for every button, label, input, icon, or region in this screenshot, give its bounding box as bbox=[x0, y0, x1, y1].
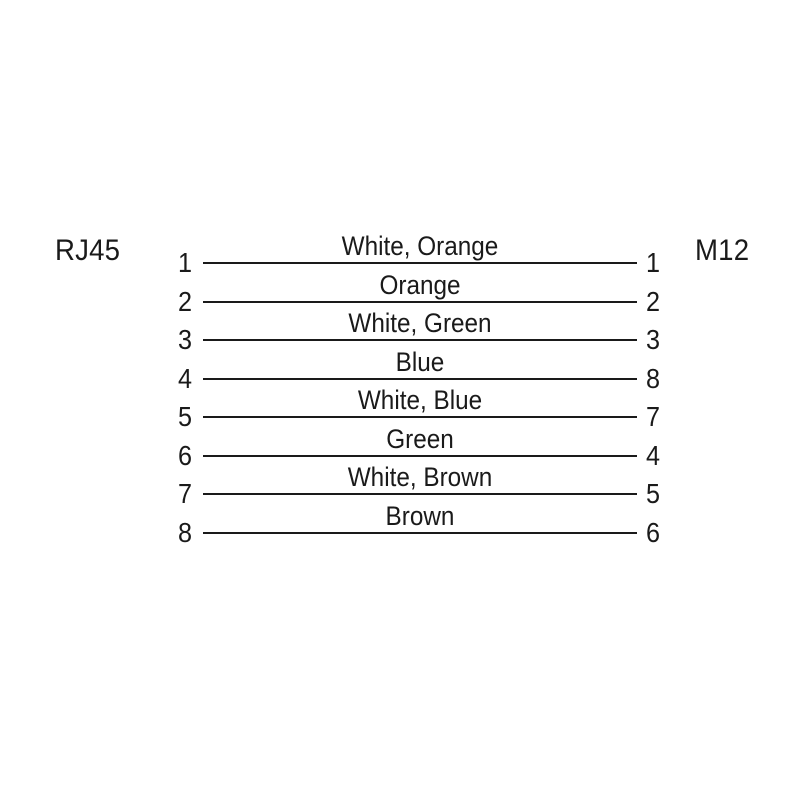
wire-connector-line bbox=[203, 301, 637, 303]
right-pin-number: 3 bbox=[646, 324, 661, 355]
wire-color-label: Orange bbox=[379, 270, 461, 300]
left-pin-number: 8 bbox=[177, 517, 192, 548]
wire-connector-line bbox=[203, 493, 637, 495]
wire-connector-line bbox=[203, 455, 637, 457]
wire-color-label: Blue bbox=[395, 347, 445, 377]
left-pin-number: 7 bbox=[177, 478, 192, 509]
right-pin-number: 6 bbox=[646, 517, 661, 548]
left-pin-number: 4 bbox=[177, 363, 192, 394]
wire-connector-line bbox=[203, 378, 637, 380]
wire-connector-line bbox=[203, 416, 637, 418]
right-pin-number: 5 bbox=[646, 478, 661, 509]
left-pin-number: 3 bbox=[177, 324, 192, 355]
wire-color-label: White, Orange bbox=[341, 231, 499, 261]
right-pin-number: 2 bbox=[646, 286, 661, 317]
right-pin-number: 7 bbox=[646, 401, 661, 432]
left-pin-number: 5 bbox=[177, 401, 192, 432]
right-pin-number: 1 bbox=[646, 247, 661, 278]
wire-color-label: Green bbox=[386, 424, 454, 454]
wire-connector-line bbox=[203, 339, 637, 341]
wire-connector-line bbox=[203, 262, 637, 264]
wire-connector-line bbox=[203, 532, 637, 534]
left-pin-number: 6 bbox=[177, 440, 192, 471]
right-pin-number: 8 bbox=[646, 363, 661, 394]
right-pin-number: 4 bbox=[646, 440, 661, 471]
wire-color-label: White, Blue bbox=[357, 385, 483, 415]
wire-color-label: White, Green bbox=[348, 308, 492, 338]
wire-color-label: White, Brown bbox=[347, 462, 493, 492]
wire-color-label: Brown bbox=[385, 501, 455, 531]
left-connector-heading: RJ45 bbox=[55, 234, 121, 267]
left-pin-number: 2 bbox=[177, 286, 192, 317]
left-pin-number: 1 bbox=[177, 247, 192, 278]
right-connector-heading: M12 bbox=[695, 234, 750, 267]
